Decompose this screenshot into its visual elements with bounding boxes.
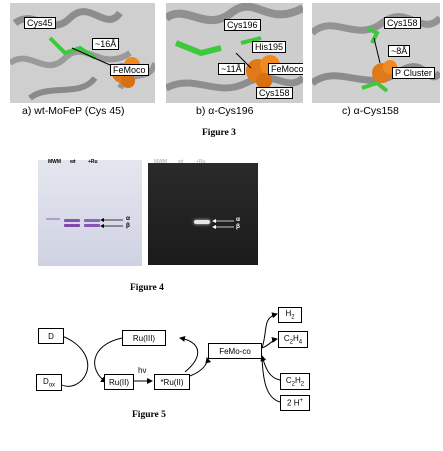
box-donor: D <box>38 328 64 344</box>
label-cys45: Cys45 <box>24 17 56 29</box>
lane-label-mwm-left: MWM <box>48 159 62 165</box>
label-beta-right: β <box>236 223 240 230</box>
ru-ii-excited-label: *Ru(II) <box>160 377 184 387</box>
figure3-panel-a: Cys45 ~16Å FeMoco <box>10 3 155 103</box>
lane-label-wt-right: wt <box>178 159 184 165</box>
box-protons: 2 H+ <box>280 395 310 411</box>
arrows-right-gel <box>212 219 234 229</box>
label-p-cluster: P Cluster <box>392 67 435 79</box>
donor-ox-label: Dox <box>42 376 56 389</box>
box-ru-ii-excited: *Ru(II) <box>154 374 190 390</box>
lane-label-ru-left: +Ru <box>88 159 98 165</box>
label-femoco-b: FeMoco <box>268 63 303 75</box>
light-hv-label: hν <box>138 366 147 375</box>
band-ru-beta <box>84 224 100 227</box>
label-cys158-c: Cys158 <box>384 17 421 29</box>
label-cys196: Cys196 <box>224 19 261 31</box>
lane-label-mwm-right: MWM <box>154 159 168 165</box>
label-distance-8: ~8Å <box>388 45 411 57</box>
ru-ii-label: Ru(II) <box>109 377 129 387</box>
band-ru-alpha <box>84 219 100 222</box>
box-ru-iii: Ru(III) <box>122 330 166 346</box>
label-alpha-left: α <box>126 215 130 222</box>
label-alpha-right: α <box>236 216 240 223</box>
box-c2h4: C2H4 <box>278 331 308 348</box>
label-his195: His195 <box>252 41 287 53</box>
figure3-title: Figure 3 <box>202 128 236 138</box>
fluorescence-gel: MWM wt +Ru α β <box>148 159 258 265</box>
label-cys158-b: Cys158 <box>256 87 293 99</box>
figure3-panel-b: Cys196 His195 ~11Å FeMoco Cys158 <box>166 3 303 103</box>
coomassie-gel: MWM wt +Ru α β <box>38 159 142 266</box>
box-h2: H2 <box>278 307 302 323</box>
figure3-panel-c: Cys158 ~8Å P Cluster <box>312 3 440 103</box>
box-donor-oxidized: Dox <box>36 374 62 391</box>
label-beta-left: β <box>126 222 130 229</box>
label-femoco-a: FeMoco <box>110 64 149 76</box>
box-femoco: FeMo-co <box>208 343 262 359</box>
caption-panel-c: c) α-Cys158 <box>342 105 399 117</box>
arrows-left-gel <box>100 218 123 228</box>
caption-panel-b: b) α-Cys196 <box>196 105 254 117</box>
figure5-title: Figure 5 <box>132 410 166 420</box>
figure4-title: Figure 4 <box>130 283 164 293</box>
ru-iii-label: Ru(III) <box>132 333 156 343</box>
c2h2-label: C2H2 <box>285 375 305 388</box>
caption-panel-a: a) wt-MoFeP (Cys 45) <box>22 105 125 117</box>
donor-label: D <box>48 331 54 341</box>
box-c2h2: C2H2 <box>280 373 310 390</box>
c2h4-label: C2H4 <box>283 333 303 346</box>
protons-label: 2 H+ <box>287 398 303 408</box>
label-distance-11: ~11Å <box>218 63 245 75</box>
band-wt-alpha <box>64 219 80 222</box>
box-ru-ii: Ru(II) <box>104 374 134 390</box>
band-mwm <box>46 218 60 220</box>
label-distance-16: ~16Å <box>92 38 120 50</box>
lane-label-wt-left: wt <box>70 159 76 165</box>
protein-structure-image-c <box>312 3 440 103</box>
band-wt-beta <box>64 224 80 227</box>
fluorescent-band-ru <box>194 220 210 224</box>
lane-label-ru-right: +Ru <box>196 159 206 165</box>
femoco-label: FeMo-co <box>219 346 251 356</box>
h2-label: H2 <box>285 309 295 321</box>
